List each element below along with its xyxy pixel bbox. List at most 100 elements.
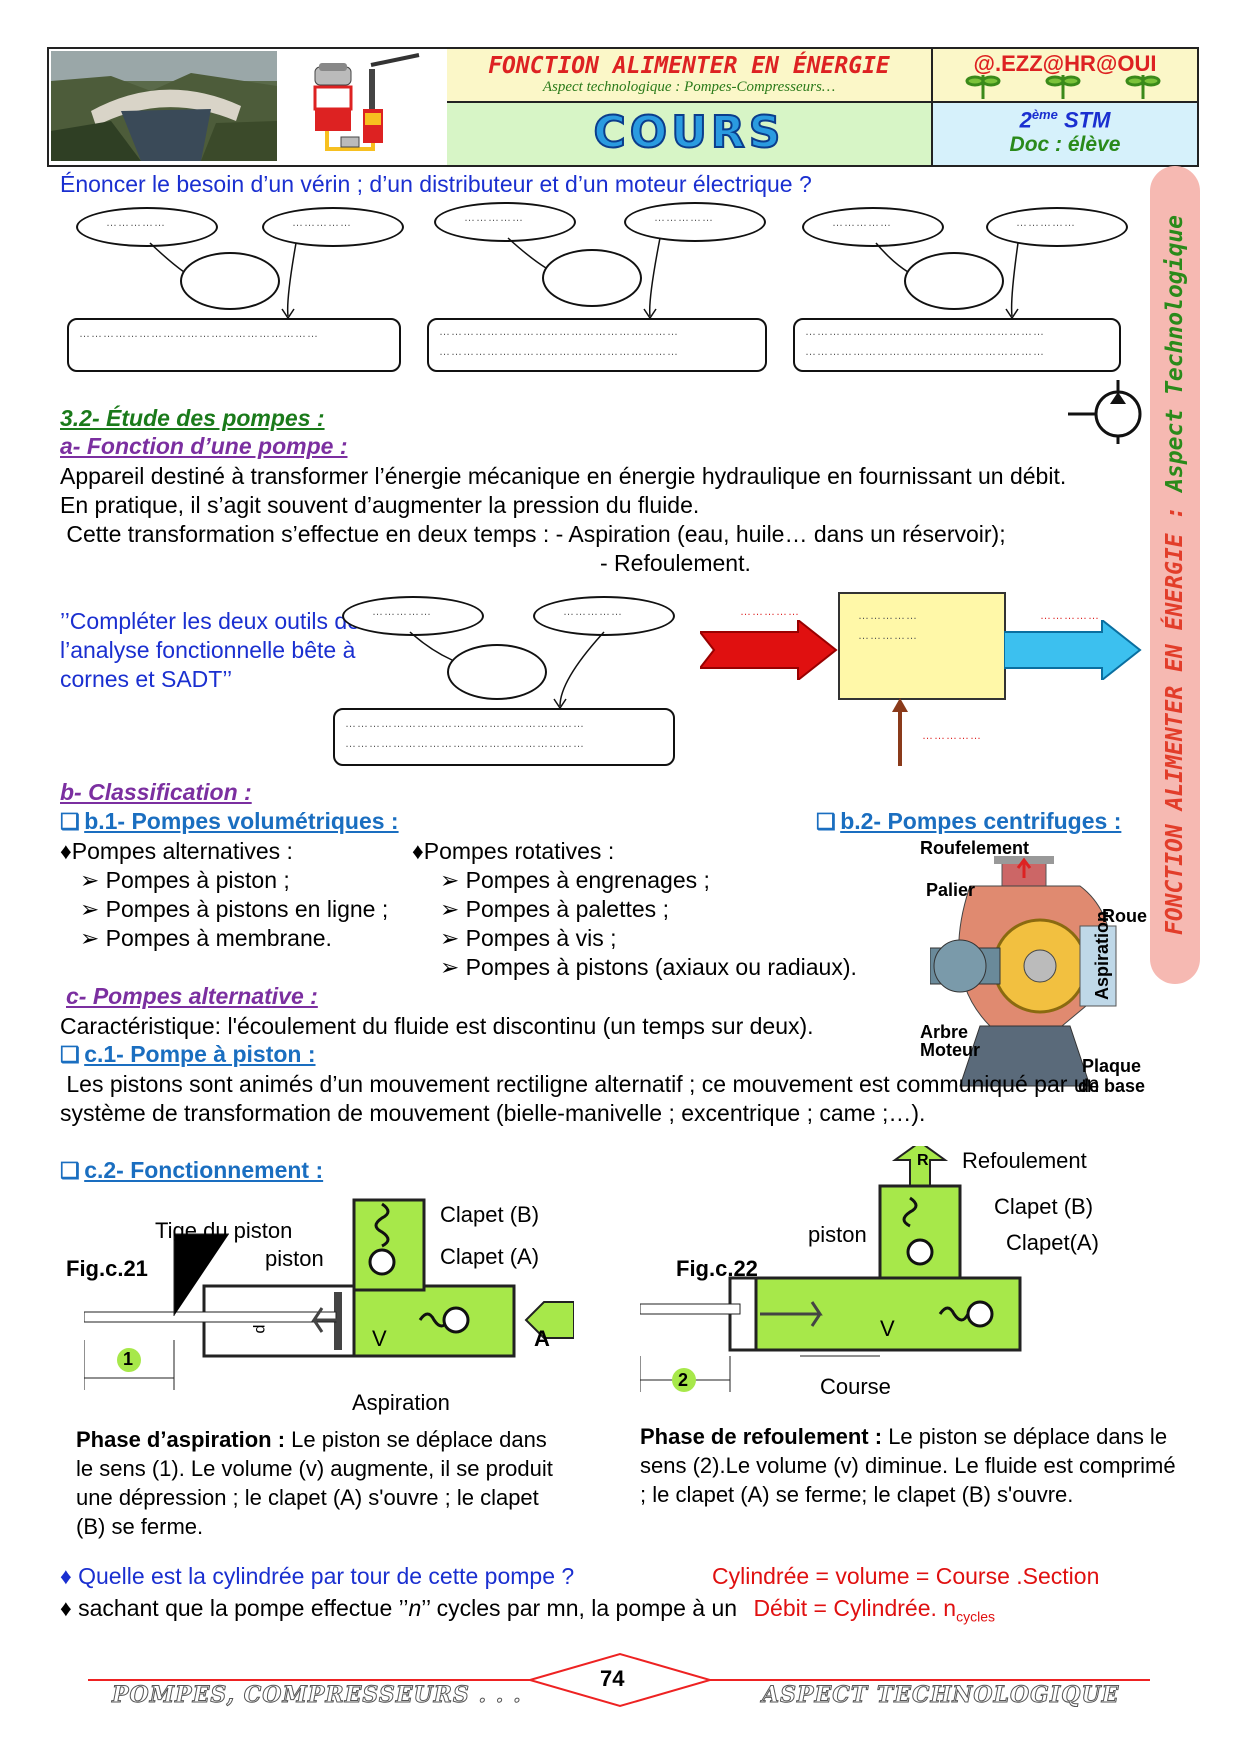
blank: …………… [292, 217, 352, 229]
label-r: R [917, 1152, 929, 1169]
need-box[interactable]: …………………………………………………… …………………………………………………… [333, 708, 675, 766]
author: @.EZZ@HR@OUI [973, 51, 1157, 76]
label-aspiration: Aspiration [352, 1390, 450, 1415]
level-name: STM [1063, 107, 1111, 133]
output-arrow-icon [1004, 620, 1142, 680]
a-paragraph-3: Cette transformation s’effectue en deux … [60, 521, 1006, 547]
oval-center[interactable] [542, 249, 642, 307]
caption-title: Phase d’aspiration : [76, 1427, 286, 1452]
oval-left[interactable]: …………… [802, 207, 944, 247]
intro-question: Énoncer le besoin d’un vérin ; d’un dist… [60, 171, 812, 197]
blank: …………… [1016, 217, 1076, 229]
level-number: 2 [1019, 107, 1032, 133]
b1-title: ❑ b.1- Pompes volumétriques : [60, 808, 399, 835]
need-box[interactable]: …………………………………………………… …………………………………………………… [793, 318, 1121, 372]
caption-title: Phase de refoulement : [640, 1424, 883, 1449]
c-paragraph: Caractéristique: l'écoulement du fluide … [60, 1013, 814, 1039]
rotary-list: ♦Pompes rotatives : ➢ Pompes à engrenage… [412, 837, 857, 982]
footer-lines [88, 1652, 1150, 1708]
header-title: FONCTION ALIMENTER EN ÉNERGIE [488, 53, 890, 79]
label-diameter: d [251, 1324, 269, 1334]
list-item-text: Pompes à palettes ; [465, 896, 669, 922]
list-item-text: Pompes à piston ; [105, 867, 290, 893]
page-number: 74 [600, 1666, 625, 1691]
footer-left: POMPES, COMPRESSEURS . . . [112, 1682, 522, 1709]
alternative-title: ♦Pompes alternatives : [60, 838, 293, 864]
b-title: b- Classification : [60, 779, 252, 805]
list-item: ➢ Pompes à palettes ; [440, 896, 669, 922]
oval-right[interactable]: …………… [533, 596, 675, 636]
blank-line: …………………………………………………… [345, 738, 585, 750]
label-roufelement: Roufelement [920, 838, 1030, 858]
oval-right[interactable]: …………… [262, 207, 404, 247]
header-subtitle: Aspect technologique : Pompes-Compresseu… [542, 79, 836, 95]
header-author-cell: @.EZZ@HR@OUI [933, 49, 1197, 103]
label-piston: piston [808, 1222, 867, 1247]
blank: …………… [832, 217, 892, 229]
list-item: ➢ Pompes à vis ; [440, 925, 617, 951]
a-paragraph-1: Appareil destiné à transformer l’énergie… [60, 463, 1067, 489]
oval-left[interactable]: …………… [76, 207, 218, 247]
cours-title: COURS [593, 106, 785, 159]
list-item-text: Pompes à membrane. [105, 925, 332, 951]
dam-photo [51, 51, 277, 161]
blank-line: …………………………………………………… [439, 346, 679, 358]
sprout-icons [965, 75, 1161, 99]
oval-right[interactable]: …………… [624, 202, 766, 242]
page-header: FONCTION ALIMENTER EN ÉNERGIE Aspect tec… [47, 47, 1199, 167]
list-item-text: Pompes à pistons en ligne ; [105, 896, 389, 922]
label-clapet-a: Clapet(A) [1006, 1230, 1099, 1255]
c1-title: ❑ c.1- Pompe à piston : [60, 1041, 316, 1068]
fig21-label: Fig.c.21 [66, 1256, 148, 1281]
checkbox-icon: ❑ [60, 809, 80, 834]
c1-title-text: c.1- Pompe à piston : [84, 1041, 316, 1067]
oval-center[interactable] [904, 252, 1004, 310]
label-arbre: Arbre [920, 1022, 969, 1042]
need-box[interactable]: …………………………………………………… [67, 318, 401, 372]
alternative-list: ♦Pompes alternatives : ➢ Pompes à piston… [60, 837, 388, 953]
list-item: ➢ Pompes à engrenages ; [440, 867, 710, 893]
label-palier: Palier [926, 880, 976, 900]
header-cours-cell: COURS [447, 103, 933, 165]
level-sup: ème [1031, 107, 1058, 122]
doc-type: Doc : élève [1009, 133, 1121, 157]
oval-left[interactable]: …………… [434, 202, 576, 242]
label-aspiration: Aspiration [1092, 910, 1112, 1000]
header-title-cell: FONCTION ALIMENTER EN ÉNERGIE Aspect tec… [447, 49, 933, 103]
b2-title-text: b.2- Pompes centrifuges : [840, 808, 1122, 834]
need-box[interactable]: …………………………………………………… …………………………………………………… [427, 318, 767, 372]
sadt-input-blank: …………… [740, 606, 800, 618]
label-volume: V [880, 1316, 895, 1341]
label-direction-1: 1 [123, 1349, 134, 1369]
c1-paragraph: Les pistons sont animés d’un mouvement r… [60, 1071, 1106, 1126]
a-paragraph-4: - Refoulement. [600, 550, 751, 576]
c2-title-text: c.2- Fonctionnement : [84, 1157, 324, 1183]
section-title: 3.2- Étude des pompes : [60, 405, 325, 431]
oval-center[interactable] [180, 252, 280, 310]
label-clapet-b: Clapet (B) [440, 1202, 540, 1227]
list-item-text: Pompes à vis ; [465, 925, 617, 951]
oval-center[interactable] [447, 644, 547, 700]
complete-instruction: ’’Compléter les deux outils de l’analyse… [60, 608, 361, 692]
piston-pump-aspiration-diagram [84, 1198, 574, 1390]
class-level: 2ème STM [933, 107, 1197, 133]
b2-title: ❑ b.2- Pompes centrifuges : [816, 808, 1121, 835]
side-band [1150, 166, 1200, 984]
list-item-text: Pompes à engrenages ; [465, 867, 710, 893]
blank: …………… [106, 217, 166, 229]
sadt-box[interactable]: …………… …………… [838, 592, 1006, 700]
label-clapet-b: Clapet (B) [994, 1194, 1094, 1219]
blank: …………… [372, 606, 432, 618]
a-title: a- Fonction d’une pompe : [60, 433, 348, 459]
caption-text: Le piston se déplace dans le sens (2).Le… [640, 1424, 1176, 1507]
pump-symbol-icon [1068, 380, 1142, 444]
side-title-red: FONCTION ALIMENTER EN ÉNERGIE : [1162, 491, 1188, 936]
oval-right[interactable]: …………… [986, 207, 1128, 247]
hydraulic-jack-icon [313, 53, 420, 151]
pump-needs-connectors [409, 631, 605, 710]
label-moteur: Moteur [920, 1040, 980, 1060]
list-item-text: Pompes à pistons (axiaux ou radiaux). [465, 954, 857, 980]
needs-connectors [149, 237, 1019, 320]
label-clapet-a: Clapet (A) [440, 1244, 540, 1269]
answer-2-text: Débit = Cylindrée. n [753, 1595, 957, 1621]
